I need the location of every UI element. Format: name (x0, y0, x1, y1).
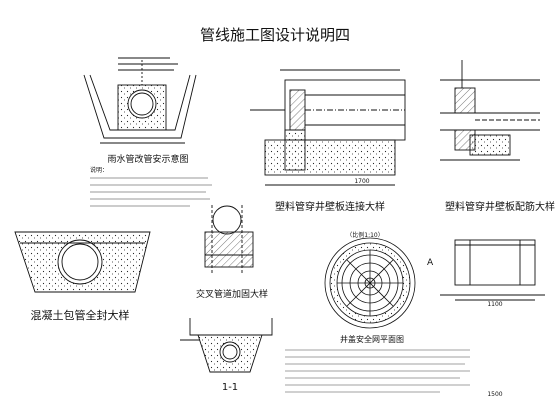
caption-encasement: 混凝土包管全封大样 (31, 308, 130, 322)
safety-net-drawing (324, 237, 416, 329)
caption-section-1-1: 1-1 (222, 382, 238, 393)
crossing-drawing (204, 205, 254, 275)
sheet-title: 管线施工图设计说明四 (200, 26, 350, 44)
wall-rebar-drawing (440, 60, 540, 161)
notes-block-bottom (285, 349, 470, 393)
dim-1500: 1500 (487, 391, 502, 398)
notes-heading: 说明： (90, 166, 108, 174)
caption-wall-connection: 塑料管穿井壁板连接大样 (275, 200, 385, 213)
section-1-1-drawing (180, 318, 273, 373)
dim-1700: 1700 (354, 178, 369, 185)
wall-connection-drawing (250, 69, 406, 186)
encasement-drawing (14, 231, 151, 293)
scale-tag: （比例1:10） (346, 231, 383, 239)
rainwater-trench-drawing (83, 57, 197, 144)
caption-wall-rebar: 塑料管穿井壁板配筋大样 (445, 200, 555, 213)
dim-1100: 1100 (487, 301, 502, 308)
notes-block-left (90, 177, 212, 207)
caption-safety-net: 井盖安全网平面图 (340, 334, 404, 344)
caption-crossing: 交叉管道加固大样 (196, 288, 268, 300)
caption-rainwater-pipe: 雨水管改管安示意图 (107, 153, 188, 165)
plan-tag-a: A (427, 258, 434, 268)
plan-a-drawing (440, 239, 545, 301)
